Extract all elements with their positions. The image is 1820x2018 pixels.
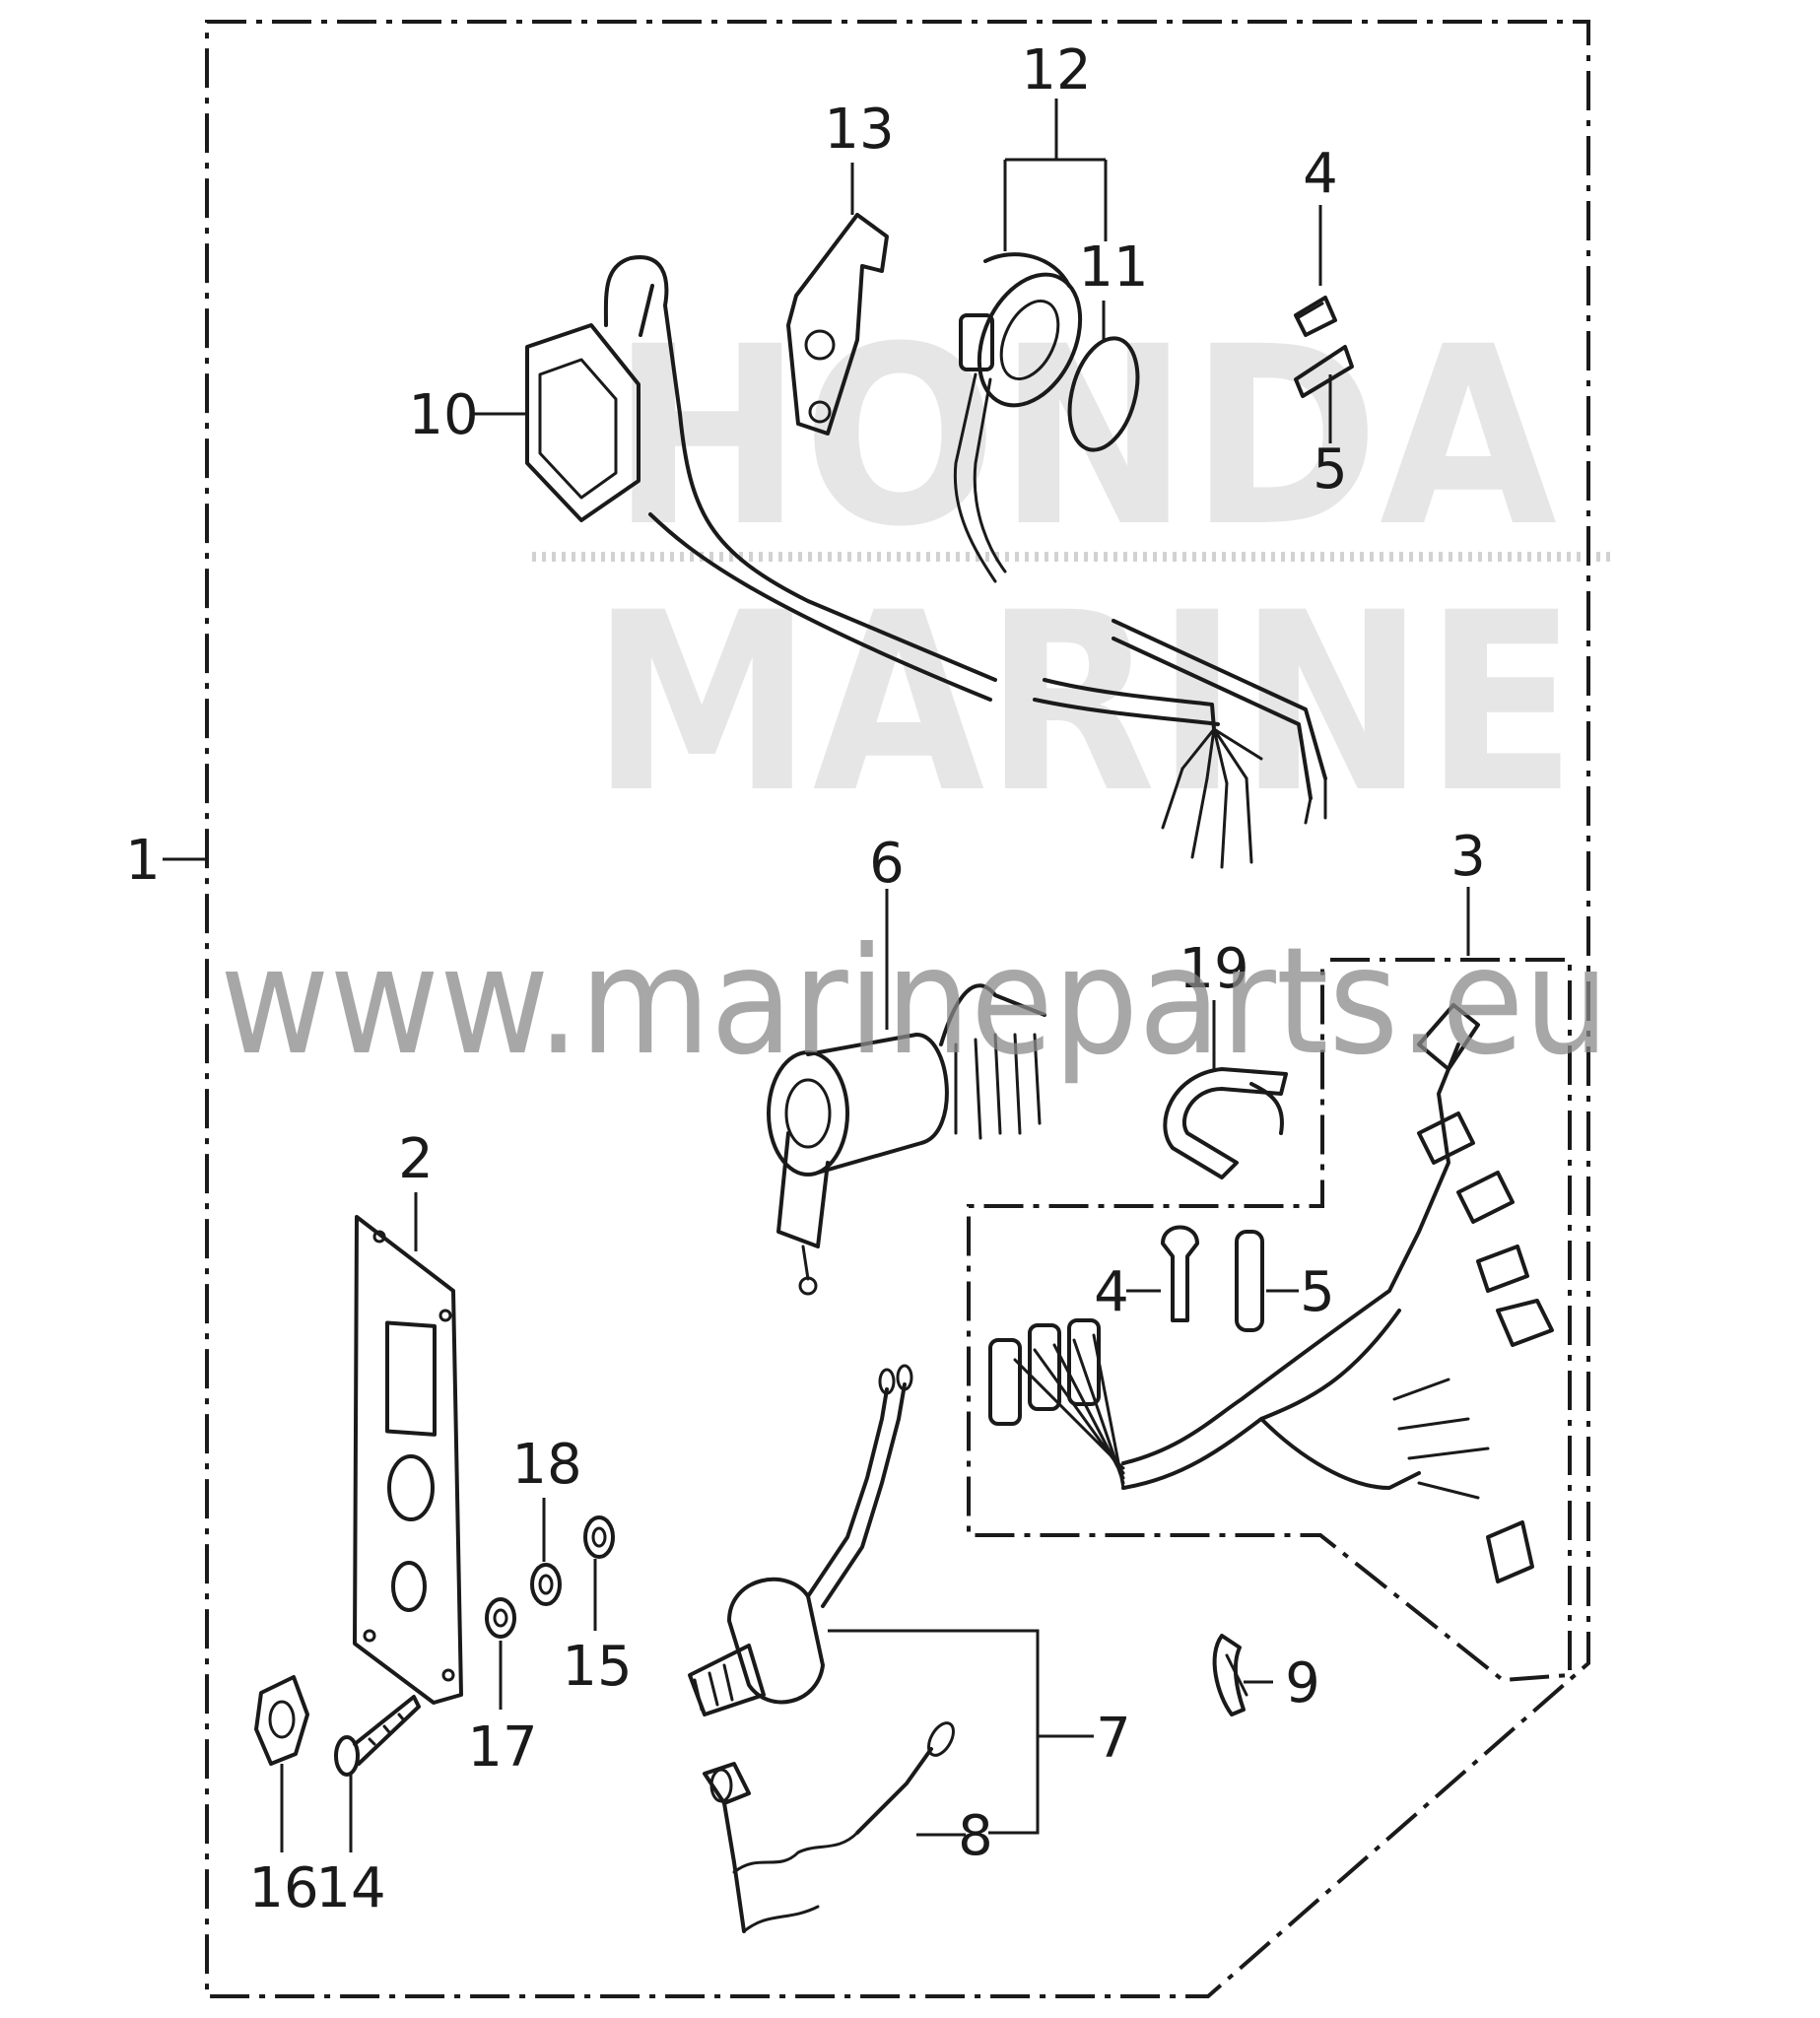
brand-watermark: HONDA MARINE <box>532 294 1616 846</box>
callout-12: 12 <box>1021 38 1091 102</box>
callout-2: 2 <box>398 1127 434 1191</box>
callout-13: 13 <box>824 98 894 162</box>
part-16-nut <box>254 1675 309 1766</box>
part-18-nut <box>530 1563 562 1606</box>
callout-17: 17 <box>467 1715 537 1780</box>
callout-5-mid: 5 <box>1300 1260 1335 1324</box>
part-14-screw <box>334 1695 421 1777</box>
callout-7: 7 <box>1096 1707 1131 1771</box>
part-3-harness <box>988 1003 1554 1583</box>
callout-15: 15 <box>562 1635 632 1699</box>
callout-16: 16 <box>248 1856 318 1920</box>
watermark-brand-line-2: MARINE <box>591 560 1577 846</box>
callout-18: 18 <box>511 1433 581 1497</box>
callout-9: 9 <box>1285 1651 1320 1715</box>
part-9-clip <box>1212 1634 1248 1716</box>
callout-19: 19 <box>1179 937 1248 1001</box>
callout-labels: 1 2 3 4 4 5 5 6 7 8 9 10 11 12 13 14 15 … <box>125 38 1486 1920</box>
callout-1: 1 <box>125 829 161 893</box>
kit-boundary <box>205 20 1590 1998</box>
callout-8: 8 <box>958 1804 993 1868</box>
callout-5-top: 5 <box>1313 437 1348 502</box>
part-19-clip <box>1163 1067 1288 1179</box>
callout-11: 11 <box>1078 235 1148 300</box>
part-10-switch <box>525 255 1327 869</box>
callout-10: 10 <box>408 383 478 447</box>
leader-7-8 <box>828 1629 1094 1835</box>
callout-14: 14 <box>315 1856 385 1920</box>
callout-6: 6 <box>869 832 905 896</box>
part-17-washer <box>485 1597 516 1639</box>
part-6-ignition-switch <box>767 983 1046 1296</box>
part-4-screw-top <box>1294 296 1337 337</box>
watermark-url: www.marineparts.eu <box>220 916 1609 1088</box>
part-5-sleeve-top <box>1294 345 1354 398</box>
part-8-lanyard <box>703 1721 955 1933</box>
part-12-buzzer <box>953 252 1083 583</box>
part-15-nut <box>583 1515 615 1559</box>
part-4-screw-mid <box>1161 1225 1199 1322</box>
watermark-brand-line-1: HONDA <box>611 294 1557 580</box>
harness-boundary <box>967 958 1572 1683</box>
part-2-panel <box>353 1215 463 1705</box>
callout-4-mid: 4 <box>1094 1260 1129 1324</box>
part-7-stop-switch <box>688 1364 913 1716</box>
leader-12 <box>1003 99 1108 251</box>
part-13-bracket <box>786 213 889 436</box>
callout-3: 3 <box>1450 825 1486 889</box>
part-5-sleeve-mid <box>1235 1230 1264 1332</box>
callout-4-top: 4 <box>1303 142 1338 206</box>
part-11-cover <box>1067 336 1140 452</box>
